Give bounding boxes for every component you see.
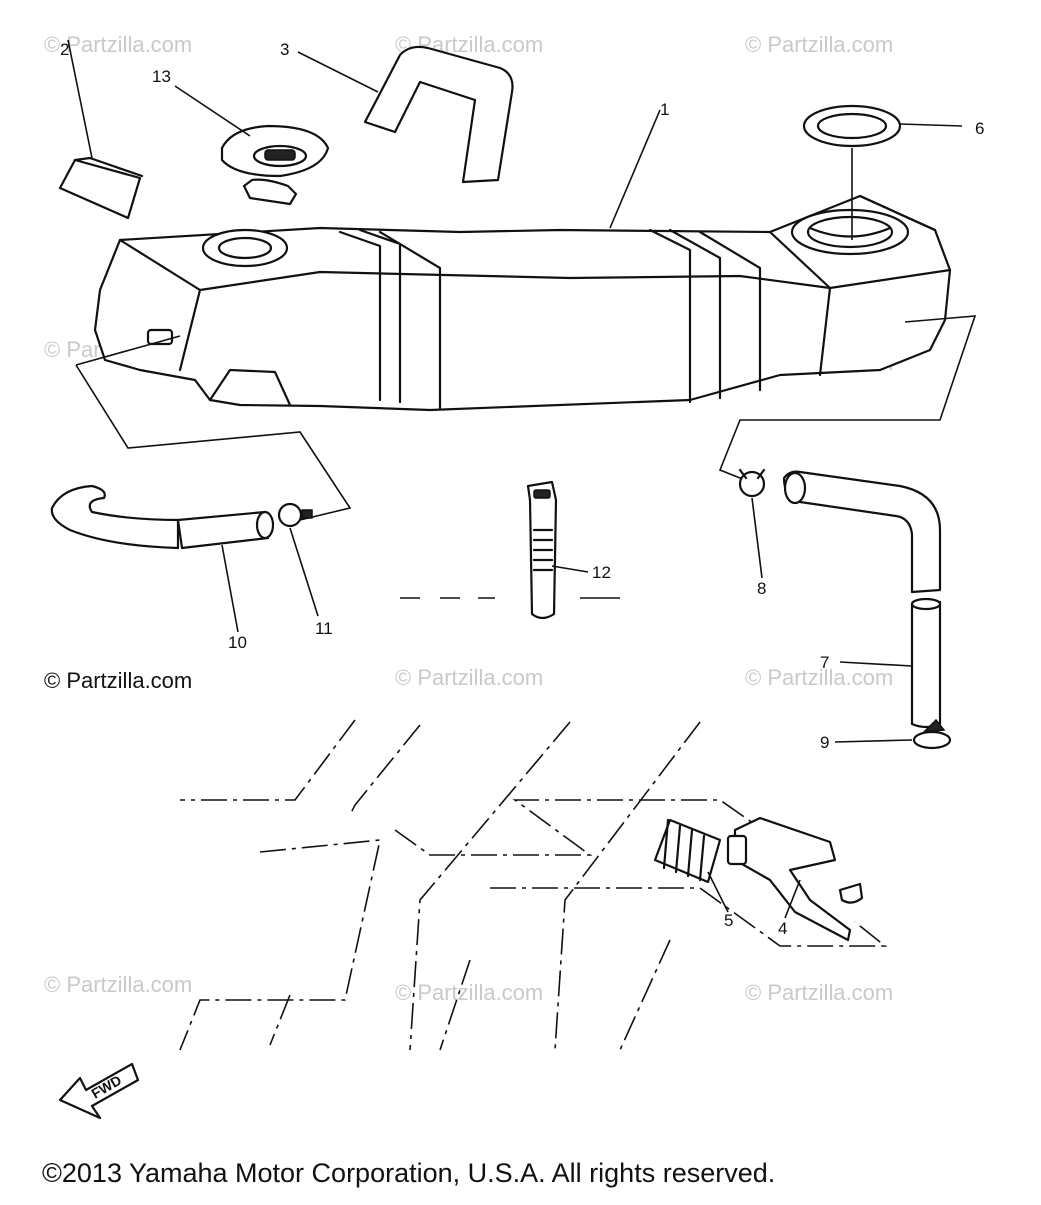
part-5-damper [653,818,729,913]
watermark: © Partzilla.com [44,972,192,997]
part-7-hose [782,470,942,729]
callout-5: 5 [724,911,733,930]
part-13-cap [174,85,330,206]
callout-2: 2 [60,40,69,59]
callout-13: 13 [152,67,171,86]
part-4-mount [726,816,864,942]
part-2-pad [58,39,144,220]
watermark: © Partzilla.com [745,32,893,57]
part-6-gasket [802,104,963,240]
part-12-band [526,480,589,620]
watermark: © Partzilla.com [395,665,543,690]
part-3-strap [297,45,514,184]
watermark: © Partzilla.com [745,980,893,1005]
frame-outline [179,719,888,1051]
callout-7: 7 [820,653,829,672]
callout-labels: 1 2 3 4 5 6 7 8 9 10 11 12 13 [60,40,984,938]
part-1-fuel-tank [75,109,977,521]
callout-3: 3 [280,40,289,59]
watermark: © Partzilla.com [395,980,543,1005]
callout-10: 10 [228,633,247,652]
callout-1: 1 [660,100,669,119]
part-9-clip [834,718,952,750]
callout-6: 6 [975,119,984,138]
watermark: © Partzilla.com [745,665,893,690]
side-credit: © Partzilla.com [44,668,193,693]
copyright-notice: ©2013 Yamaha Motor Corporation, U.S.A. A… [42,1158,776,1188]
callout-9: 9 [820,733,829,752]
part-11-clamp [277,502,319,617]
part-10-hose [50,484,275,633]
callout-4: 4 [778,919,787,938]
callout-11: 11 [315,619,333,638]
callout-8: 8 [757,579,766,598]
part-8-clamp [738,468,766,579]
callout-12: 12 [592,563,611,582]
fwd-arrow: FWD [58,1062,140,1120]
